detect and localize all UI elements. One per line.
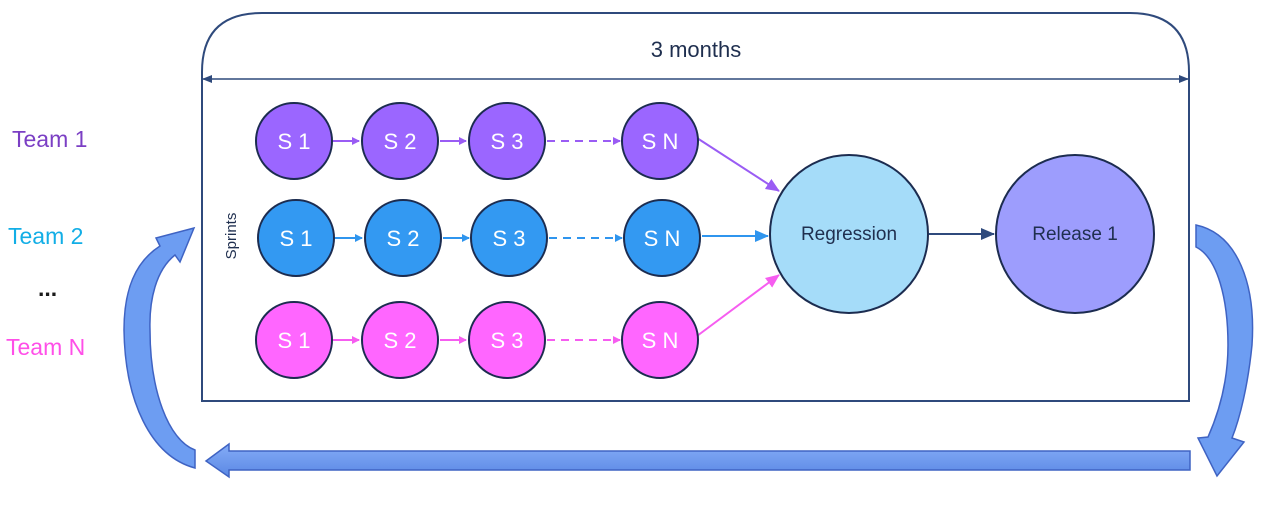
- team-2-label: Team 2: [8, 223, 84, 249]
- sprint-node-t2-s1: S 1: [257, 199, 335, 277]
- release-node: Release 1: [995, 154, 1155, 314]
- sprint-label: S 3: [492, 226, 525, 251]
- sprint-node-t1-sn: S N: [621, 102, 699, 180]
- cycle-arrow-bottom: [204, 442, 1191, 479]
- sprint-node-t2-sn: S N: [623, 199, 701, 277]
- sprint-label: S N: [644, 226, 681, 251]
- sprint-node-t3-s2: S 2: [361, 301, 439, 379]
- sprint-label: S 1: [277, 328, 310, 353]
- team-n-label: Team N: [6, 334, 86, 360]
- regression-node: Regression: [769, 154, 929, 314]
- sprint-label: S 2: [386, 226, 419, 251]
- sprint-label: S N: [642, 328, 679, 353]
- sprint-label: S 1: [277, 129, 310, 154]
- sprint-label: S 3: [490, 129, 523, 154]
- sprint-node-t3-sn: S N: [621, 301, 699, 379]
- sprint-label: S N: [642, 129, 679, 154]
- sprint-node-t3-s3: S 3: [468, 301, 546, 379]
- team-1-label: Team 1: [12, 126, 88, 152]
- sprint-node-t1-s1: S 1: [255, 102, 333, 180]
- sprint-label: S 1: [279, 226, 312, 251]
- sprint-node-t1-s3: S 3: [468, 102, 546, 180]
- sprints-label: Sprints: [223, 213, 240, 260]
- team-ellipsis: ...: [38, 275, 58, 301]
- arrow-t3-to-regression: [696, 274, 780, 337]
- sprint-label: S 2: [383, 328, 416, 353]
- sprint-label: S 3: [490, 328, 523, 353]
- sprint-node-t2-s2: S 2: [364, 199, 442, 277]
- period-frame: [201, 12, 1190, 402]
- period-label: 3 months: [651, 37, 742, 62]
- sprint-node-t3-s1: S 1: [255, 301, 333, 379]
- release-label: Release 1: [1032, 224, 1118, 245]
- sprint-label: S 2: [383, 129, 416, 154]
- cycle-arrow-right: [1195, 224, 1254, 478]
- cycle-arrow-left: [123, 226, 196, 469]
- sprint-node-t1-s2: S 2: [361, 102, 439, 180]
- regression-label: Regression: [801, 224, 897, 245]
- sprint-node-t2-s3: S 3: [470, 199, 548, 277]
- arrow-t1-to-regression: [696, 137, 780, 192]
